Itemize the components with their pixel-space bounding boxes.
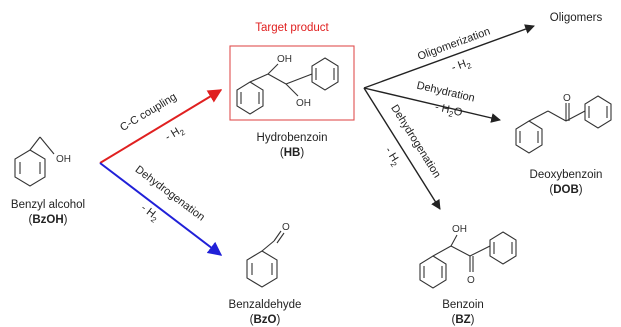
bz-abbr-label: (BZ) xyxy=(451,314,474,326)
benzaldehyde-structure xyxy=(246,230,285,288)
bzoh-name: Benzyl alcohol xyxy=(11,199,85,211)
c-c-coupling-arrow xyxy=(99,89,223,164)
target-product-box xyxy=(229,45,355,121)
dehydrogenation-loss-1: - H2 xyxy=(137,202,161,225)
dob-name: Deoxybenzoin xyxy=(530,169,603,181)
hydrobenzoin-structure xyxy=(236,57,339,115)
dob-abbr-label: (DOB) xyxy=(549,184,582,196)
bzo-abbr-label: (BzO) xyxy=(250,314,281,326)
hb-name: Hydrobenzoin xyxy=(257,132,328,144)
oligomerization-arrow xyxy=(363,24,535,89)
bzoh-abbr-label: (BzOH) xyxy=(29,214,68,226)
dehydration-loss: - H2O xyxy=(433,101,464,121)
c-c-coupling-loss: - H2 xyxy=(163,123,187,145)
dehydration-arrow xyxy=(363,87,501,123)
dob-o-atom: O xyxy=(563,93,571,104)
oligomerization-loss: - H2 xyxy=(450,56,473,76)
c-c-coupling-label: C-C coupling xyxy=(118,91,179,134)
hb-oh-top: OH xyxy=(277,54,292,65)
dehydration-label: Dehydration xyxy=(415,80,476,105)
hb-oh-bottom: OH xyxy=(296,98,311,109)
bz-name: Benzoin xyxy=(442,299,484,311)
oligomerization-label: Oligomerization xyxy=(416,25,492,62)
dehydrogenation-loss-2: - H2 xyxy=(381,145,403,169)
hb-abbr-label: (HB) xyxy=(280,147,304,159)
oligomers-name: Oligomers xyxy=(550,12,603,24)
bzo-o-atom: O xyxy=(282,222,290,233)
benzoin-structure xyxy=(419,231,517,289)
bz-oh-atom: OH xyxy=(452,224,467,235)
deoxybenzoin-structure xyxy=(515,95,612,154)
bz-o-atom: O xyxy=(467,275,475,286)
dehydrogenation-arrow-2 xyxy=(363,87,441,210)
dehydrogenation-label-2: Dehydrogenation xyxy=(388,103,443,180)
bzoh-oh-atom: OH xyxy=(56,154,71,165)
dehydrogenation-arrow-1 xyxy=(99,162,223,256)
bzo-name: Benzaldehyde xyxy=(229,299,302,311)
target-product-label: Target product xyxy=(255,22,329,34)
benzyl-alcohol-structure xyxy=(14,136,55,187)
